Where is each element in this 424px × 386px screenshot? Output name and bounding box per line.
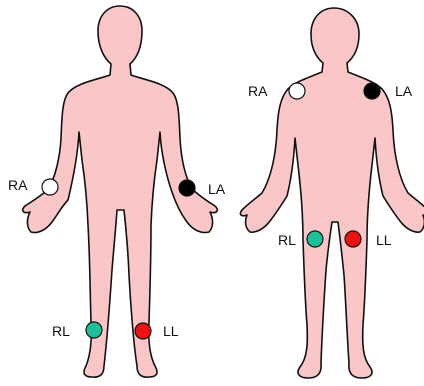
body-figure-torso-placement: RA LA RL LL [240, 8, 424, 378]
electrode-LA [179, 180, 195, 196]
label-LL: LL [163, 323, 179, 339]
label-LA: LA [395, 83, 413, 99]
electrode-LL [135, 323, 151, 339]
electrode-LA [364, 83, 380, 99]
label-RL: RL [52, 323, 70, 339]
label-LA: LA [208, 181, 226, 197]
label-RA: RA [248, 83, 268, 99]
electrode-RL [307, 231, 323, 247]
body-figure-limb-placement: RA LA RL LL [8, 6, 226, 377]
label-RL: RL [278, 232, 296, 248]
electrode-RA [42, 179, 58, 195]
electrode-RL [86, 322, 102, 338]
electrode-RA [289, 83, 305, 99]
label-LL: LL [376, 232, 392, 248]
label-RA: RA [8, 177, 28, 193]
body-silhouette [240, 8, 424, 378]
electrode-LL [345, 231, 361, 247]
